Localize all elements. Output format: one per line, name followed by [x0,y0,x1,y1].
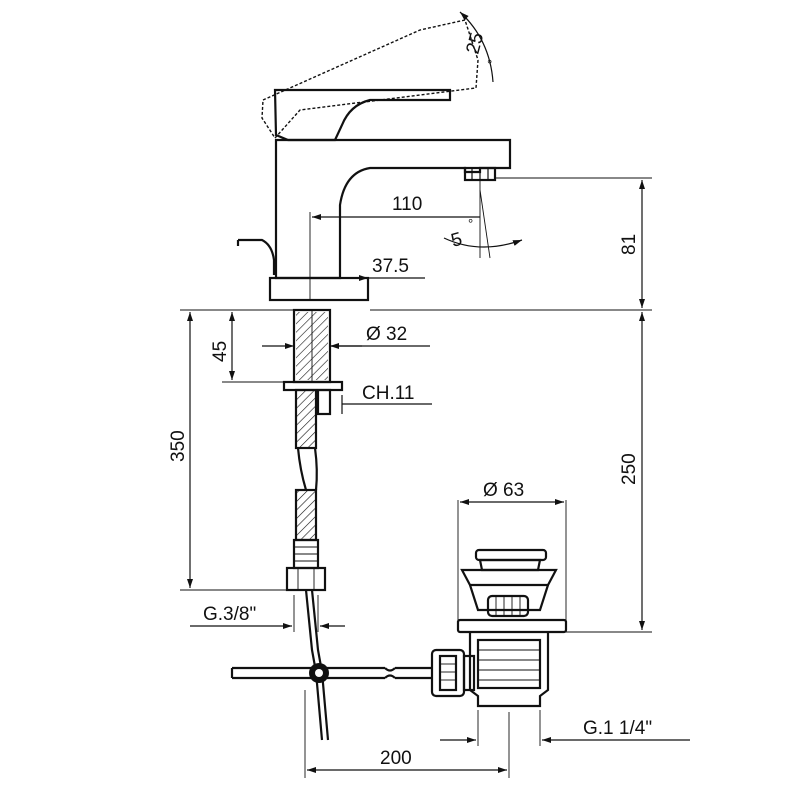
faucet-body [236,19,512,302]
lever-handle [273,88,452,142]
basin-washer [456,618,568,634]
label-dim-250: 250 [619,453,640,485]
plug-cap [474,548,548,562]
body-base [268,276,370,302]
label-dim-g114: G.1 1/4" [583,718,652,739]
waste-assembly [230,548,568,708]
label-angle-5: 5 [449,229,465,252]
dimension-labels: 25 ° 5 ° 110 37.5 81 250 45 350 Ø 32 CH.… [168,30,652,769]
angle-25-arc [459,11,494,83]
hose-nut [285,566,327,592]
label-dim-ch11: CH.11 [362,383,414,404]
label-dim-d63: Ø 63 [483,480,524,501]
label-dim-200: 200 [380,748,412,769]
label-angle-25-unit: ° [484,58,500,67]
dimension-lines [180,11,690,778]
label-angle-25: 25 [463,30,489,56]
label-dim-81: 81 [619,234,640,255]
label-dim-110: 110 [392,194,422,215]
waste-flange [460,568,558,587]
popup-rod [238,238,276,275]
label-angle-5-unit: ° [468,216,473,231]
waste-inner [476,638,542,690]
label-dim-g38: G.3/8" [203,604,256,625]
popup-vertical-rod [304,589,324,741]
fixing-nut [316,388,332,416]
waste-body [468,632,550,708]
label-dim-45: 45 [210,341,231,362]
waste-spring [486,594,530,618]
fixing-washer [282,380,344,392]
label-dim-350: 350 [168,430,189,462]
angle-5-arc [443,237,523,248]
hose-upper [294,388,318,450]
label-dim-37-5: 37.5 [372,256,409,277]
label-dim-d32: Ø 32 [366,324,407,345]
lever-raised-outline [261,19,479,140]
